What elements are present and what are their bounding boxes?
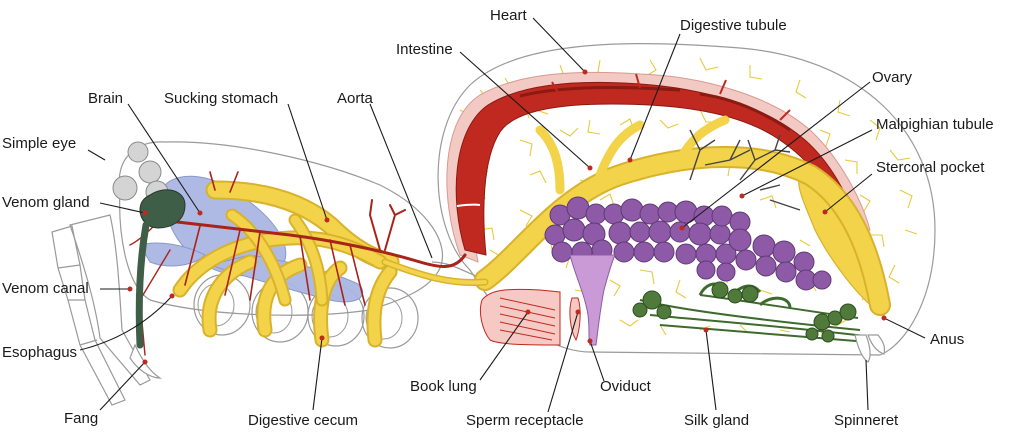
intestine-organ	[474, 115, 891, 316]
label-digestive-cecum: Digestive cecum	[248, 412, 358, 429]
label-malpighian-tubule: Malpighian tubule	[876, 116, 994, 133]
label-anus: Anus	[930, 331, 964, 348]
label-sucking-stomach: Sucking stomach	[164, 90, 278, 107]
label-simple-eye: Simple eye	[2, 135, 76, 152]
digestive-cecum-organ	[201, 208, 489, 348]
silk-gland-lobes	[632, 281, 857, 343]
label-ovary: Ovary	[872, 69, 913, 86]
ovary-organ	[544, 196, 832, 291]
cephalothorax-outline	[118, 141, 444, 316]
leader-dots	[127, 69, 887, 365]
venom-gland-organ	[135, 189, 186, 349]
label-oviduct: Oviduct	[600, 378, 652, 395]
spinneret-organ	[854, 334, 886, 363]
label-intestine: Intestine	[396, 41, 453, 58]
label-sperm-receptacle: Sperm receptacle	[466, 412, 584, 429]
label-book-lung: Book lung	[410, 378, 477, 395]
label-venom-gland: Venom gland	[2, 194, 90, 211]
label-venom-canal: Venom canal	[2, 280, 89, 297]
label-fang: Fang	[64, 410, 98, 427]
oviduct-organ	[569, 254, 616, 346]
leader-lines	[79, 17, 926, 413]
label-stercoral-pocket: Stercoral pocket	[876, 159, 985, 176]
digestive-tubule-branches	[689, 129, 801, 211]
fang-shape	[129, 343, 163, 379]
aorta-vessels	[129, 171, 467, 356]
label-spinneret: Spinneret	[834, 412, 899, 429]
label-silk-gland: Silk gland	[684, 412, 749, 429]
label-digestive-tubule: Digestive tubule	[680, 17, 787, 34]
label-brain: Brain	[88, 90, 123, 107]
book-lung-organ	[479, 288, 561, 346]
chelicera-outline	[69, 214, 151, 386]
label-heart: Heart	[490, 7, 528, 24]
labels: Heart Digestive tubule Intestine Ovary B…	[2, 7, 994, 429]
label-esophagus: Esophagus	[2, 344, 77, 361]
label-aorta: Aorta	[337, 90, 374, 107]
abdomen-outline	[437, 42, 936, 356]
pedipalp-outline	[51, 225, 126, 406]
